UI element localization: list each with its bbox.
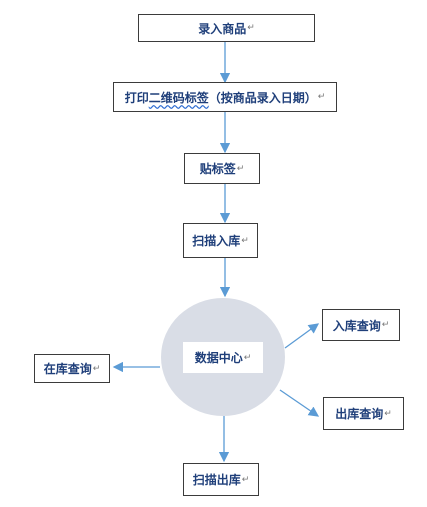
node-enter-goods-label: 录入商品 <box>198 21 247 36</box>
node-scan-out-label: 扫描出库 <box>192 473 241 487</box>
node-print-label-pre: 打印 <box>124 90 149 105</box>
node-enter-goods: 录入商品↵ <box>138 14 315 42</box>
node-apply-label: 贴标签↵ <box>184 153 260 184</box>
node-data-center-label: 数据中心 <box>194 351 243 365</box>
arrow-center-to-outbound <box>279 389 320 417</box>
node-scan-out: 扫描出库↵ <box>183 463 259 496</box>
node-stock-query: 在库查询↵ <box>34 354 110 383</box>
node-stock-query-label: 在库查询 <box>43 362 92 376</box>
node-inbound-query: 入库查询↵ <box>322 309 400 341</box>
arrow-center-to-inbound <box>284 323 320 349</box>
node-print-label-post: （按商品录入日期） <box>208 90 317 105</box>
node-outbound-query-label: 出库查询 <box>335 407 384 421</box>
node-apply-label-label: 贴标签 <box>199 162 236 176</box>
node-print-label-wavy: 二维码标签 <box>148 90 209 105</box>
node-scan-in-label: 扫描入库 <box>192 234 241 248</box>
node-scan-in: 扫描入库↵ <box>183 223 258 258</box>
node-data-center: 数据中心↵ <box>183 342 263 373</box>
node-outbound-query: 出库查询↵ <box>323 397 404 430</box>
node-print-label: 打印二维码标签（按商品录入日期）↵ <box>113 82 337 112</box>
node-inbound-query-label: 入库查询 <box>332 318 381 333</box>
